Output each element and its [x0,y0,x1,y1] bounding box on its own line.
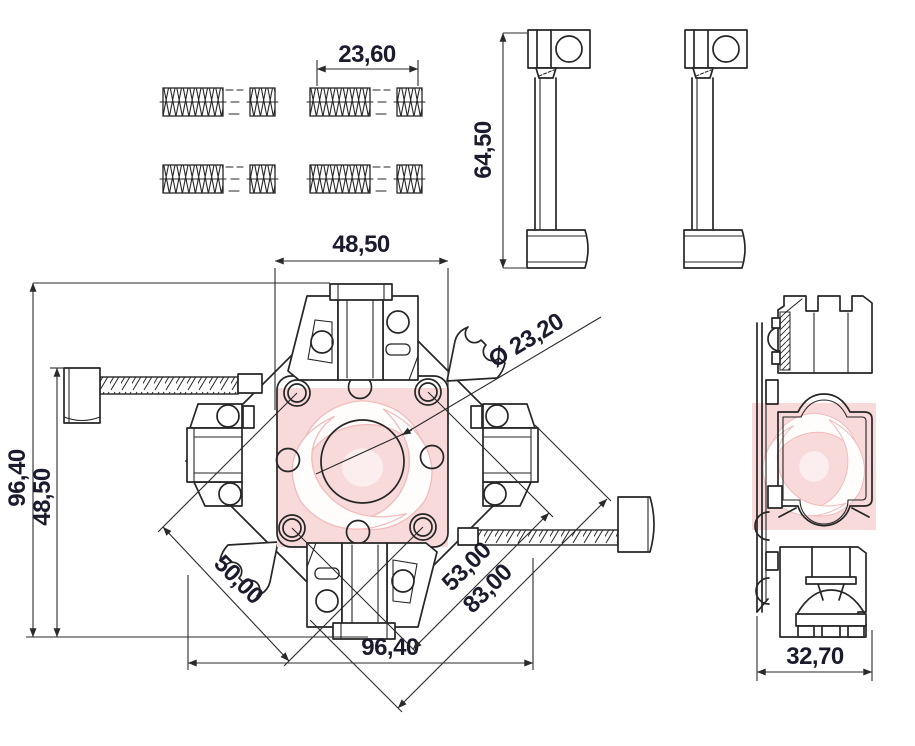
braided-lead [99,376,239,395]
lead-crimp [237,373,263,394]
dim-text-bore: Ø 23,20 [484,308,568,373]
carbon-brush [63,367,101,424]
view-springs: 23,60 [159,41,426,194]
brush-box-east [470,403,539,507]
view-side: 32,70 [745,295,884,681]
dimension-side-depth: 32,70 [756,616,873,681]
brush-northwest-with-braid [63,367,263,424]
rivet-tl [283,379,311,407]
view-brushes: 64,50 [470,29,748,269]
dimension-spring-length: 23,60 [316,41,419,86]
dim-text-plate-width: 48,50 [332,231,390,258]
carbon-brush [617,496,655,553]
braided-lead [477,529,619,546]
dim-text-spring-length: 23,60 [338,41,396,68]
watermark-side [745,402,884,536]
dim-text-brush-length: 64,50 [470,121,497,179]
dim-text-overall-height: 96,40 [4,449,31,507]
dim-text-side-depth: 32,70 [786,643,844,670]
dim-text-overall-width: 96,40 [361,634,419,661]
dim-text-brush-height: 48,50 [29,468,56,526]
dimension-brush-length: 64,50 [470,32,527,269]
rivet-tr [414,378,442,406]
view-front: 48,50 96,40 48,50 96,40 50,00 53,00 [4,231,655,713]
side-brush-box-bottom [779,546,867,638]
center-bore [320,419,405,504]
side-brush-box-top [765,295,873,405]
side-spring-clip [754,393,873,605]
brush-box-south [306,542,438,640]
watermark-center [268,387,459,555]
